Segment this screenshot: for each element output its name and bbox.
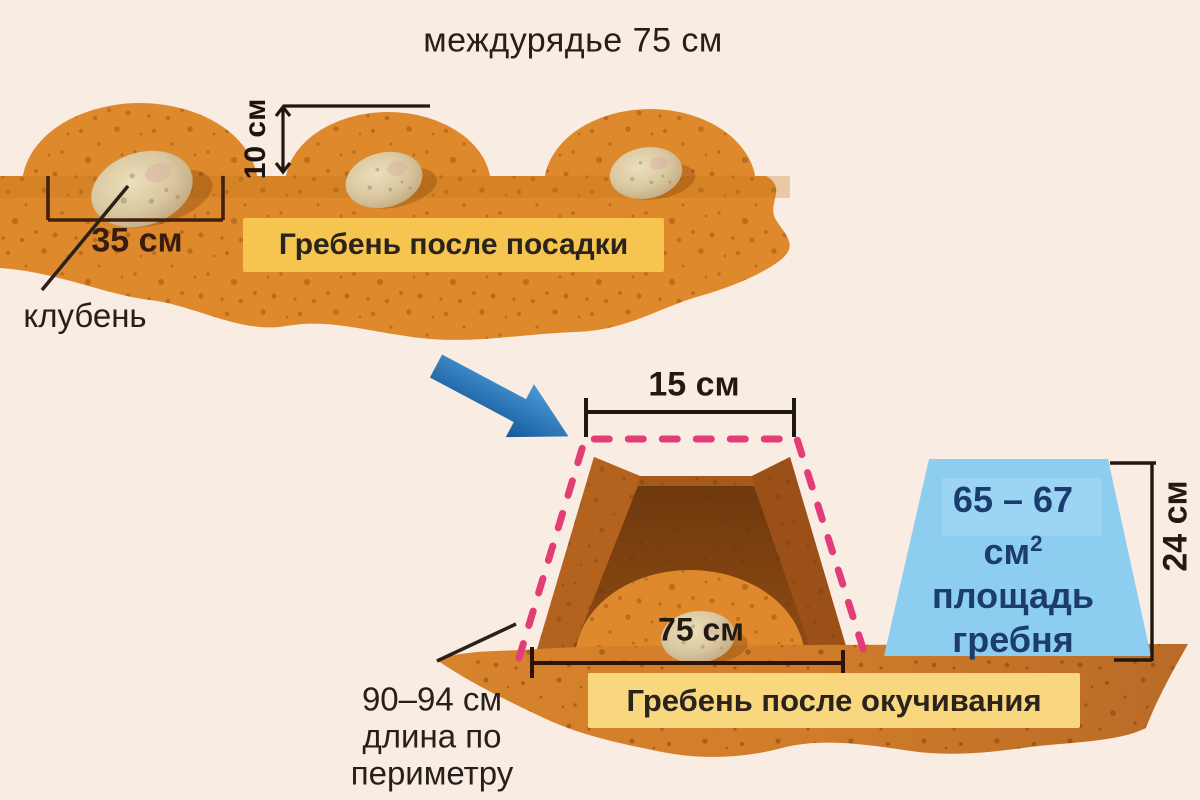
ridge-area-unit-sup: 2 [1030, 531, 1043, 556]
transition-arrow-icon [429, 354, 569, 438]
badge-ridge-after-planting: Гребень после посадки [243, 218, 664, 272]
ridge-area-unit: см2 [932, 522, 1094, 574]
badge-ridge-after-hilling: Гребень после окучивания [588, 673, 1080, 728]
perimeter-dashed-outline [515, 435, 870, 662]
ridge-area-line-3: площадь [932, 575, 1094, 616]
spacing-measure-35cm [46, 176, 225, 222]
badge-ridge-after-hilling-text: Гребень после окучивания [626, 682, 1042, 718]
tuber-spacing-label-35cm: 35 см [91, 221, 183, 260]
badge-ridge-after-planting-text: Гребень после посадки [278, 228, 629, 261]
ridge-height-measure-24cm [1110, 461, 1156, 662]
ridge-area-line-4: гребня [952, 619, 1074, 660]
perimeter-line-2: длина по [362, 717, 502, 755]
tuber-pointer-line [40, 184, 130, 292]
perimeter-line-1: 90–94 см [361, 680, 503, 718]
perimeter-pointer-line [436, 622, 517, 663]
top-width-label-15cm: 15 см [648, 365, 740, 404]
perimeter-line-3: периметру [350, 754, 514, 792]
ridge-area-unit-base: см [983, 531, 1031, 572]
ridge-height-label-24cm: 24 см [1156, 480, 1195, 572]
perimeter-length-label: 90–94 см длина по периметру [351, 681, 514, 792]
ridge-height-label-10cm: 10 см [239, 98, 272, 180]
tuber-label: клубень [23, 297, 147, 334]
ridge-area-label: 65 – 67 см2 площадь гребня [932, 478, 1094, 662]
top-width-measure-15cm [584, 398, 796, 437]
height-measure-10cm [274, 104, 430, 175]
ridge-area-value: 65 – 67 [952, 479, 1074, 520]
base-width-label-75cm: 75 см [658, 611, 744, 648]
area-trapezoid [884, 459, 1151, 656]
diagram-title: междурядье 75 см [423, 21, 723, 60]
